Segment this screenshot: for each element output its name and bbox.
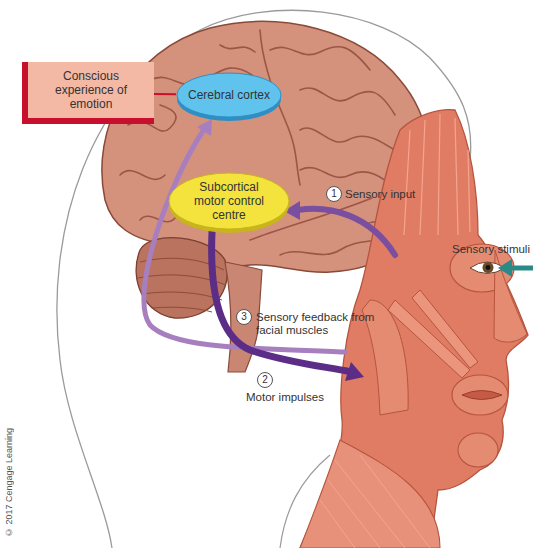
arrow-label: Sensory input bbox=[345, 188, 415, 201]
node-label: Conscious experience of emotion bbox=[36, 69, 146, 111]
muscle-fibre bbox=[404, 130, 410, 235]
connector-line bbox=[154, 93, 176, 95]
callout-number: 2 bbox=[257, 372, 273, 388]
muscle-fibre bbox=[438, 114, 440, 235]
gyrus-line bbox=[220, 45, 255, 52]
node-text-group: Conscious experience of emotion bbox=[36, 69, 146, 111]
callout-number: 3 bbox=[236, 309, 252, 325]
arrow-label: Sensory stimuli bbox=[452, 243, 530, 256]
gyrus-line bbox=[300, 88, 395, 115]
muscle-fibre bbox=[420, 120, 425, 235]
muscle-fibre bbox=[360, 455, 430, 548]
cortex-ellipse: Cerebral cortex bbox=[176, 72, 282, 118]
callout-number: 1 bbox=[326, 186, 342, 202]
stimuli-arrow bbox=[510, 266, 533, 271]
nasal-muscle bbox=[494, 250, 527, 342]
forehead-fibres bbox=[404, 114, 470, 235]
eye-pupil bbox=[486, 265, 491, 270]
gyrus-line bbox=[140, 216, 175, 221]
ellipse-face bbox=[177, 73, 281, 117]
chin-muscle bbox=[458, 433, 498, 467]
platysma-muscle bbox=[300, 440, 440, 548]
arrowhead bbox=[345, 362, 364, 381]
folia-line bbox=[152, 307, 212, 312]
arrow-label: Motor impulses bbox=[246, 391, 324, 404]
muscle-fibre bbox=[468, 150, 470, 232]
node-text-group: Cerebral cortex bbox=[188, 88, 270, 102]
lips bbox=[462, 391, 502, 400]
node-label: Cerebral cortex bbox=[188, 88, 270, 102]
motor-arrow bbox=[212, 232, 347, 371]
ellipse-face bbox=[169, 173, 289, 229]
brain-gyri bbox=[120, 30, 410, 255]
muscle-fibre bbox=[455, 118, 458, 235]
arrowhead bbox=[197, 119, 212, 136]
zygomatic-muscle bbox=[412, 290, 478, 368]
sensory-input-arrow bbox=[298, 209, 395, 255]
brain-cerebrum bbox=[102, 21, 431, 272]
arrowhead bbox=[498, 259, 512, 277]
node-text-group: Subcortical motor control centre bbox=[187, 180, 271, 222]
copyright-note: © 2017 Cengage Learning bbox=[3, 428, 16, 537]
folia-line bbox=[142, 292, 222, 300]
node-label: Subcortical motor control centre bbox=[187, 180, 271, 222]
eye-iris bbox=[483, 262, 494, 273]
orbicularis-oris bbox=[452, 375, 508, 415]
neck-fibres bbox=[320, 455, 430, 548]
emotion-box: Conscious experience of emotion bbox=[22, 62, 154, 124]
muscle-fibre bbox=[328, 480, 380, 548]
gyrus-line bbox=[270, 47, 370, 70]
gyrus-line bbox=[120, 171, 165, 180]
muscle-fibre bbox=[320, 500, 355, 548]
facial-muscles bbox=[300, 110, 528, 548]
arrow-label: Sensory feedback from facial muscles bbox=[256, 311, 378, 337]
subcortical-ellipse: Subcortical motor control centre bbox=[168, 172, 290, 230]
